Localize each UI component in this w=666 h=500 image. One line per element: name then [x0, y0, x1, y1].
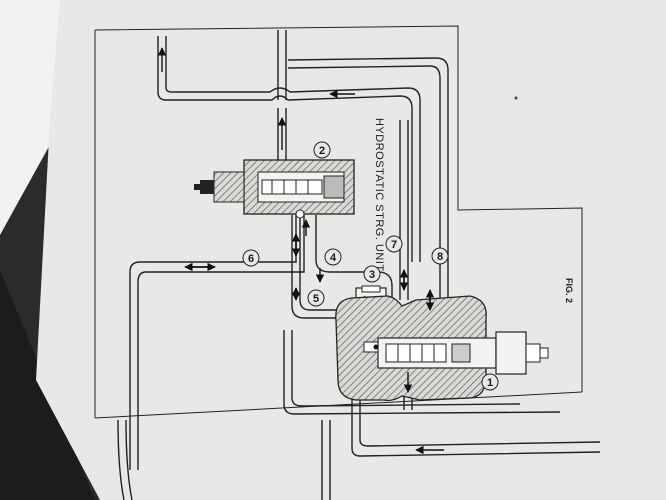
svg-text:8: 8	[437, 251, 443, 263]
callout-6: 6	[242, 249, 260, 267]
valve-body-1	[335, 295, 549, 402]
svg-text:1: 1	[487, 377, 493, 389]
callout-5: 5	[307, 289, 325, 307]
figure-label: FIG. 2	[564, 278, 574, 303]
valve-assembly-2	[194, 159, 355, 219]
paper-speck	[514, 96, 518, 100]
callout-3: 3	[363, 265, 381, 283]
svg-text:4: 4	[330, 252, 337, 264]
callout-8: 8	[431, 247, 449, 265]
callout-2: 2	[313, 141, 331, 159]
diagram-title: HYDROSTATIC STRG. UNIT	[373, 118, 385, 272]
svg-text:6: 6	[248, 253, 254, 265]
callout-7: 7	[385, 235, 403, 253]
svg-text:7: 7	[391, 239, 397, 251]
svg-text:5: 5	[313, 293, 319, 305]
callout-4: 4	[324, 248, 342, 266]
callout-1: 1	[481, 373, 499, 391]
svg-text:3: 3	[369, 269, 375, 281]
flow-arrows	[157, 47, 444, 455]
paper-sheet	[36, 0, 666, 500]
svg-text:2: 2	[319, 145, 325, 157]
